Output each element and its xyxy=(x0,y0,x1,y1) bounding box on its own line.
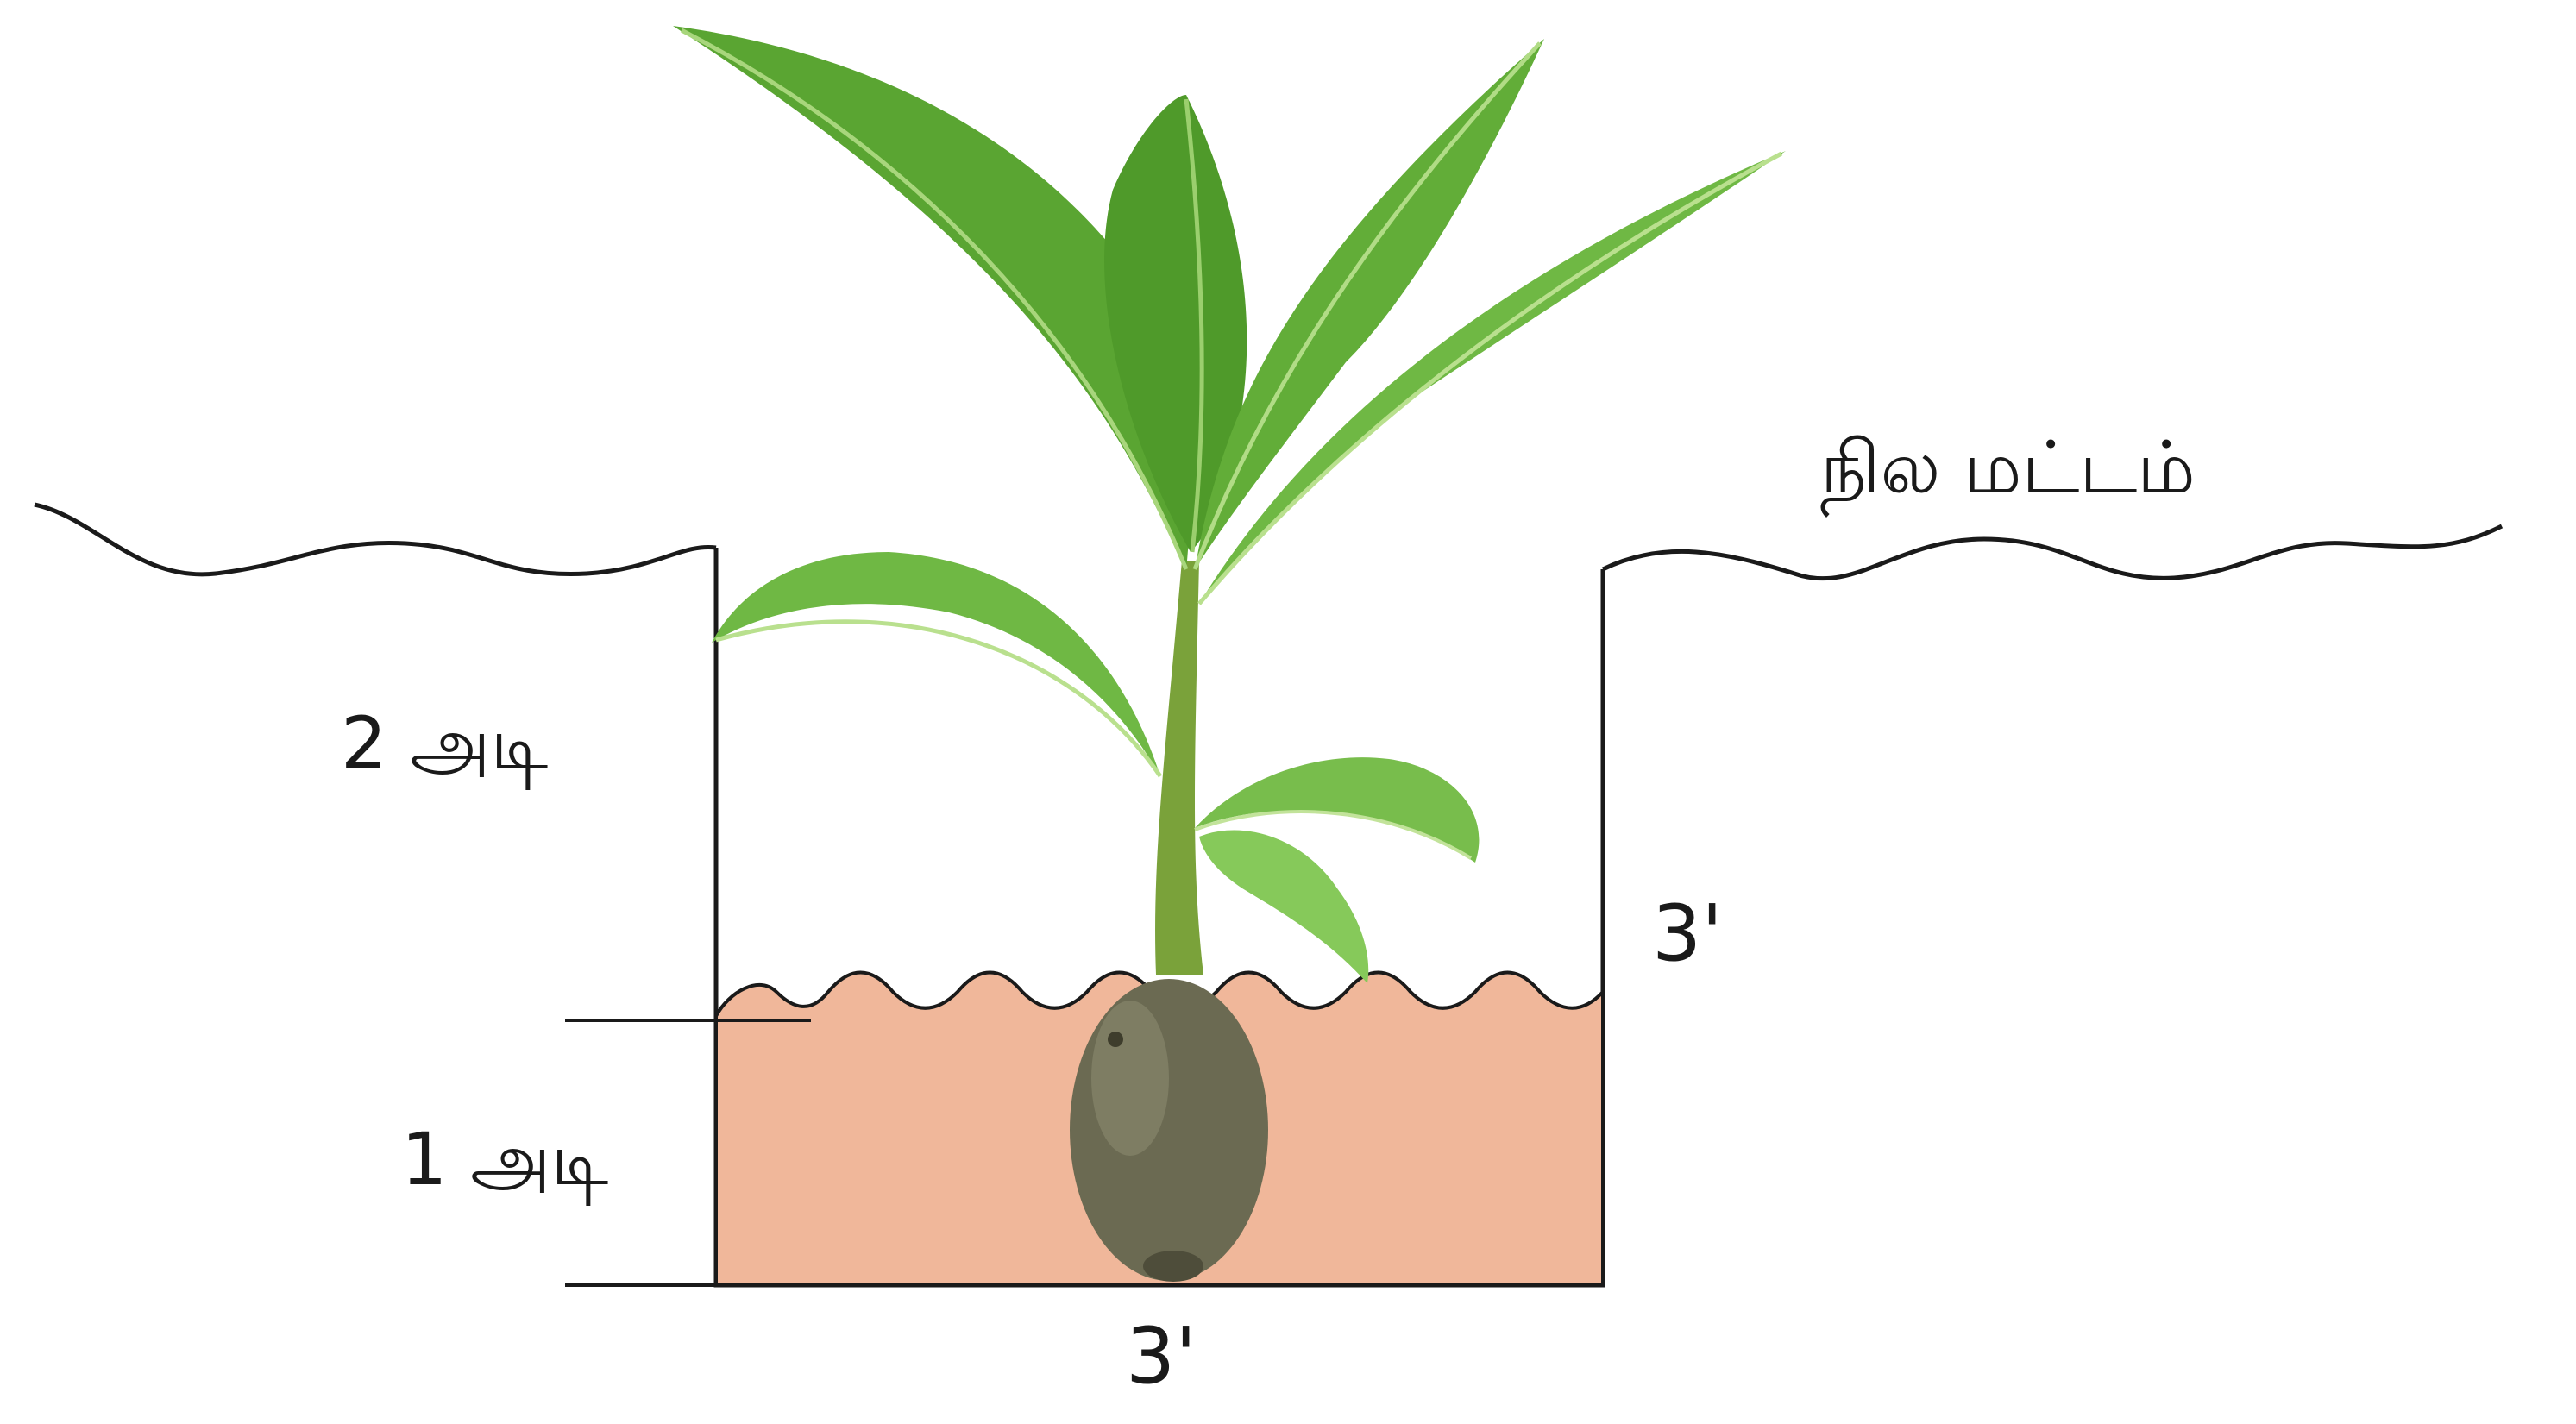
leaf-lower-left-vein xyxy=(716,622,1160,776)
leaf-top-right xyxy=(1195,39,1544,569)
coconut-nut-highlight xyxy=(1091,1001,1169,1156)
upper-depth-label: 2 அடி xyxy=(341,707,548,780)
ground-line-right xyxy=(1603,526,2502,579)
lower-depth-label: 1 அடி xyxy=(401,1123,608,1195)
seedling-stem xyxy=(1155,561,1203,975)
coconut-nut xyxy=(1070,979,1268,1281)
pit-depth-label: 3' xyxy=(1652,895,1723,973)
ground-level-label: நில மட்டம் xyxy=(1820,431,2196,504)
coconut-eye xyxy=(1108,1032,1123,1047)
leaf-lower-left xyxy=(712,552,1160,776)
leaf-lower-right-b xyxy=(1199,831,1368,984)
ground-line-left xyxy=(35,505,716,574)
pit-width-label: 3' xyxy=(1126,1318,1197,1396)
coconut-nut-tip xyxy=(1143,1251,1203,1282)
